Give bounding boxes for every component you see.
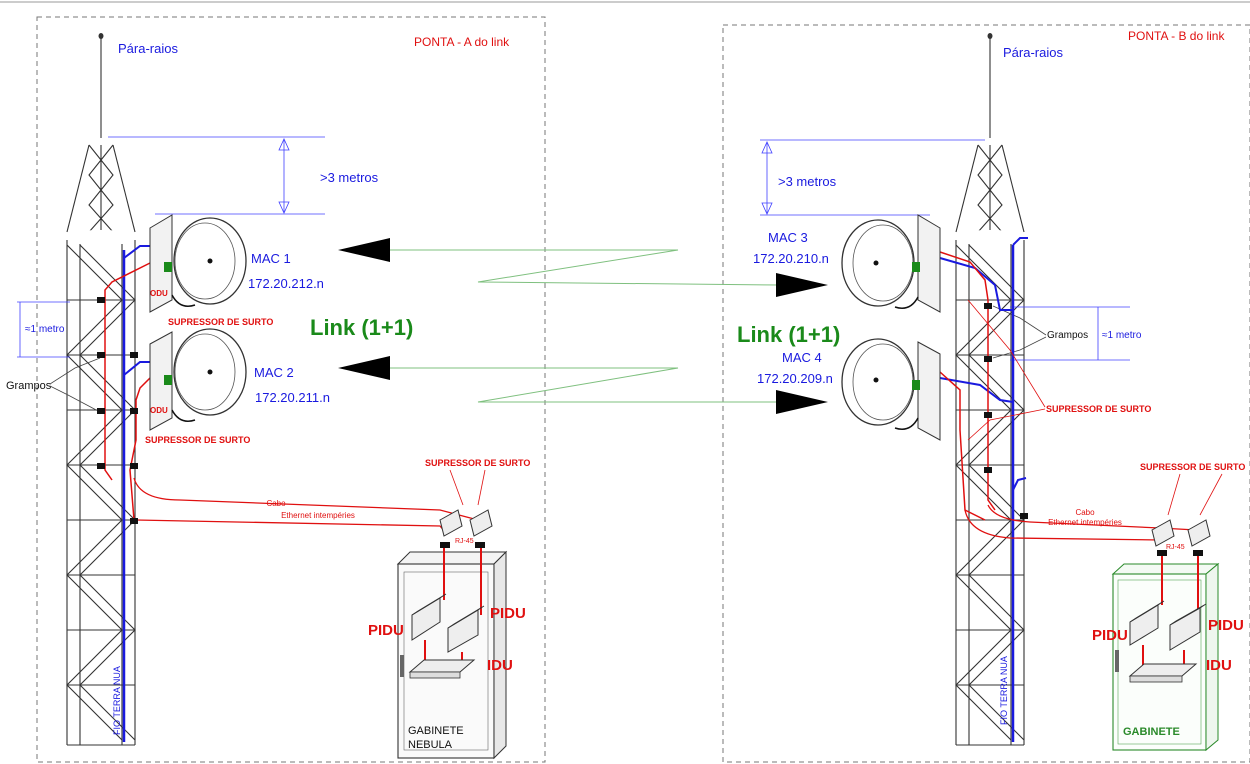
side-b-ground-branch-top — [939, 257, 1013, 311]
side-a-clamps-leader-1 — [49, 385, 101, 413]
link-right-label: Link (1+1) — [737, 322, 840, 347]
side-a-header: PONTA - A do link — [414, 35, 510, 49]
side-b-frame — [722, 24, 1250, 763]
side-a-surge-bottom-label: SUPRESSOR DE SURTO — [145, 435, 250, 445]
side-b-surge-leader-3 — [1167, 473, 1181, 516]
side-b-cabinet — [1111, 556, 1220, 752]
side-a-rj45-label: RJ-45 — [455, 538, 474, 545]
side-a-clamps-leader-2 — [49, 357, 101, 385]
side-b-ground-hook-bottom — [1012, 477, 1027, 491]
side-a-cable-label-2: Ethernet intempéries — [281, 511, 355, 520]
side-a-idu-label: IDU — [487, 657, 513, 674]
side-a-odu-top-label: ODU — [150, 289, 168, 298]
side-b-header: PONTA - B do link — [1128, 29, 1225, 43]
side-b-ground-hook-top — [1012, 237, 1028, 246]
side-a-surge-leader-1 — [449, 469, 464, 506]
side-b-ethernet-run-1 — [987, 504, 1197, 531]
side-b-spacing-note: ≈1 metro — [1102, 330, 1142, 341]
side-a-surge-leader-2 — [477, 469, 486, 506]
side-a-surge-top-label: SUPRESSOR DE SURTO — [168, 317, 273, 327]
side-b-antenna-bottom — [841, 338, 941, 441]
side-b-cabinet-label: GABINETE — [1123, 726, 1180, 738]
side-a-mac-bottom: MAC 2 — [254, 365, 294, 380]
side-a-cable-bottom — [129, 377, 151, 521]
side-a-ethernet-run-1 — [133, 477, 479, 521]
side-a-ethernet-run-2 — [135, 519, 446, 533]
side-b-cable-label-2: Ethernet intempéries — [1048, 518, 1122, 527]
tower-a — [63, 33, 139, 746]
side-b-height-note: >3 metros — [778, 174, 837, 189]
side-a-ground-wire-label: FIO TERRA NUA — [112, 666, 122, 735]
side-b-dim-arrow-up — [761, 141, 773, 154]
side-a-surge-cabinet-label: SUPRESSOR DE SURTO — [425, 458, 530, 468]
side-a-cabinet-label-2: NEBULA — [408, 739, 453, 751]
side-b-dim-arrow-down — [761, 202, 773, 215]
side-b-surge-leader-2 — [967, 408, 1046, 441]
side-b-cable-label-1: Cabo — [1075, 508, 1095, 517]
side-a-height-note: >3 metros — [320, 170, 379, 185]
side-b-pidu-right-label: PIDU — [1208, 617, 1244, 634]
side-a-lightning-rod-label: Pára-raios — [118, 41, 178, 56]
side-b-idu-label: IDU — [1206, 657, 1232, 674]
side-a-ground-branch-bottom — [123, 361, 150, 376]
side-a-antenna-top — [149, 214, 247, 313]
side-a-antenna-bottom — [149, 328, 247, 431]
side-b-surge-leader-1 — [967, 299, 1046, 408]
side-a-cabinet — [396, 548, 508, 760]
side-a-cable-label-1: Cabo — [266, 499, 286, 508]
side-b-ground-wire-label: FIO TERRA NUA — [999, 656, 1009, 725]
side-a-dim-arrow-down — [278, 201, 290, 214]
side-b-cable-top — [939, 251, 996, 511]
side-a-pidu-left-label: PIDU — [368, 622, 404, 639]
side-b-surge-cabinet-label: SUPRESSOR DE SURTO — [1140, 462, 1245, 472]
link-left-label: Link (1+1) — [310, 315, 413, 340]
side-b-lightning-rod-label: Pára-raios — [1003, 45, 1063, 60]
side-b-surge-leader-4 — [1199, 473, 1223, 516]
link-arrows — [338, 238, 828, 414]
side-a-frame — [36, 16, 546, 763]
side-a-cable-top — [104, 261, 153, 481]
tower-b — [952, 33, 1028, 746]
side-b-ethernet-run-2 — [964, 509, 1161, 541]
side-b-mac-top: MAC 3 — [768, 230, 808, 245]
side-b-surge-mid-label: SUPRESSOR DE SURTO — [1046, 404, 1151, 414]
side-a-ip-top: 172.20.212.n — [248, 276, 324, 291]
side-b-pidu-left-label: PIDU — [1092, 627, 1128, 644]
side-a-clamps-label: Grampos — [6, 380, 52, 392]
side-b-clamps-leader-2 — [992, 336, 1047, 359]
side-b-rj45-label: RJ-45 — [1166, 544, 1185, 551]
side-b-ground-branch-bottom — [939, 377, 1014, 403]
side-b-mac-bottom: MAC 4 — [782, 350, 822, 365]
side-b-cable-bottom — [939, 371, 986, 521]
side-a-dim-arrow-up — [278, 138, 290, 151]
side-b-clamps-label: Grampos — [1047, 330, 1088, 341]
side-a-ground-branch-top — [123, 245, 150, 259]
side-a-clamps — [97, 297, 138, 524]
side-a-odu-bottom-label: ODU — [150, 406, 168, 415]
side-b-antenna-top — [841, 214, 941, 313]
side-a-cabinet-label-1: GABINETE — [408, 725, 464, 737]
link-signal-lines — [390, 249, 781, 403]
side-b-clamps — [984, 303, 1028, 519]
side-b-surge-boxes — [1151, 519, 1211, 556]
side-b-ip-top: 172.20.210.n — [753, 251, 829, 266]
side-b-ip-bottom: 172.20.209.n — [757, 371, 833, 386]
side-a-surge-boxes — [439, 509, 493, 548]
side-a-pidu-right-label: PIDU — [490, 605, 526, 622]
side-a-spacing-note: ≈1 metro — [25, 324, 65, 335]
side-a-mac-top: MAC 1 — [251, 251, 291, 266]
side-a-ip-bottom: 172.20.211.n — [255, 390, 330, 405]
